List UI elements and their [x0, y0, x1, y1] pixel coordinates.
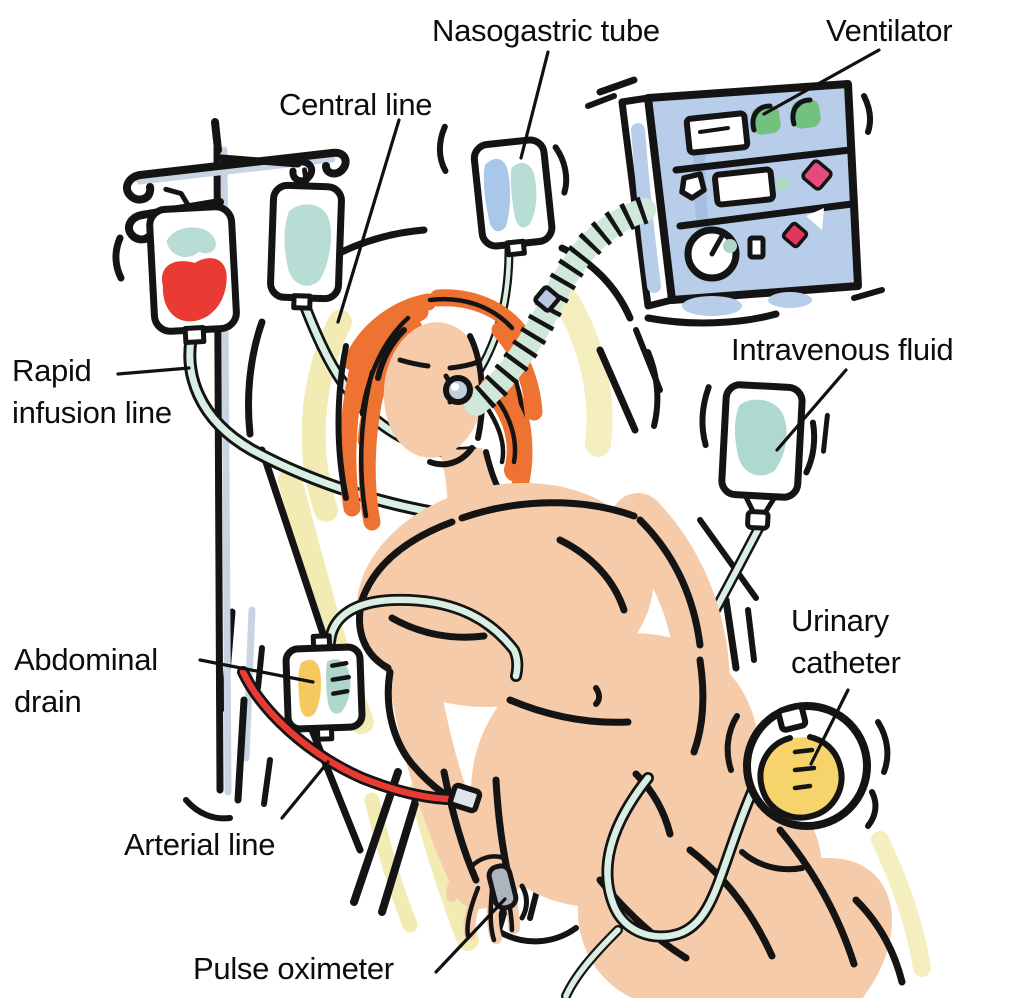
label-abdominal-drain: Abdominal drain	[14, 642, 158, 719]
patient	[335, 289, 906, 998]
leader-nasogastric	[519, 50, 550, 160]
abdominal-drain	[282, 593, 524, 742]
leader-lines	[116, 48, 881, 974]
pulse-oximeter-clip	[486, 863, 529, 921]
central-line-bag	[267, 167, 345, 311]
label-urinary-catheter: Urinary catheter	[791, 603, 901, 680]
label-rapid-infusion-line: Rapid infusion line	[12, 353, 172, 430]
leader-rapid-infusion	[116, 366, 191, 376]
label-intravenous-fluid: Intravenous fluid	[731, 332, 954, 367]
leader-ventilator	[762, 48, 881, 116]
label-arterial-line: Arterial line	[124, 827, 276, 862]
urinary-catheter	[561, 702, 891, 998]
ventilator	[585, 76, 885, 327]
label-nasogastric-tube: Nasogastric tube	[432, 13, 660, 48]
leader-pulse-ox	[434, 897, 507, 974]
nasogastric-bag	[436, 123, 570, 258]
rapid-infusion-bag	[146, 186, 240, 345]
leader-urinary	[809, 688, 850, 766]
urine-bag-port	[775, 703, 809, 733]
leader-abdominal	[198, 658, 315, 684]
arterial-wrist-connector	[447, 782, 483, 814]
label-pulse-oximeter: Pulse oximeter	[193, 951, 394, 986]
label-central-line: Central line	[279, 87, 433, 122]
hose-connector	[533, 285, 561, 313]
ventilator-hose	[443, 196, 656, 416]
iv-fluid-bag	[699, 381, 830, 531]
mouth-connector	[443, 375, 473, 405]
leader-intravenous	[775, 368, 848, 452]
arterial-line	[237, 666, 483, 814]
leader-arterial	[280, 760, 330, 820]
leader-central-line	[336, 118, 401, 324]
label-ventilator: Ventilator	[826, 13, 953, 48]
